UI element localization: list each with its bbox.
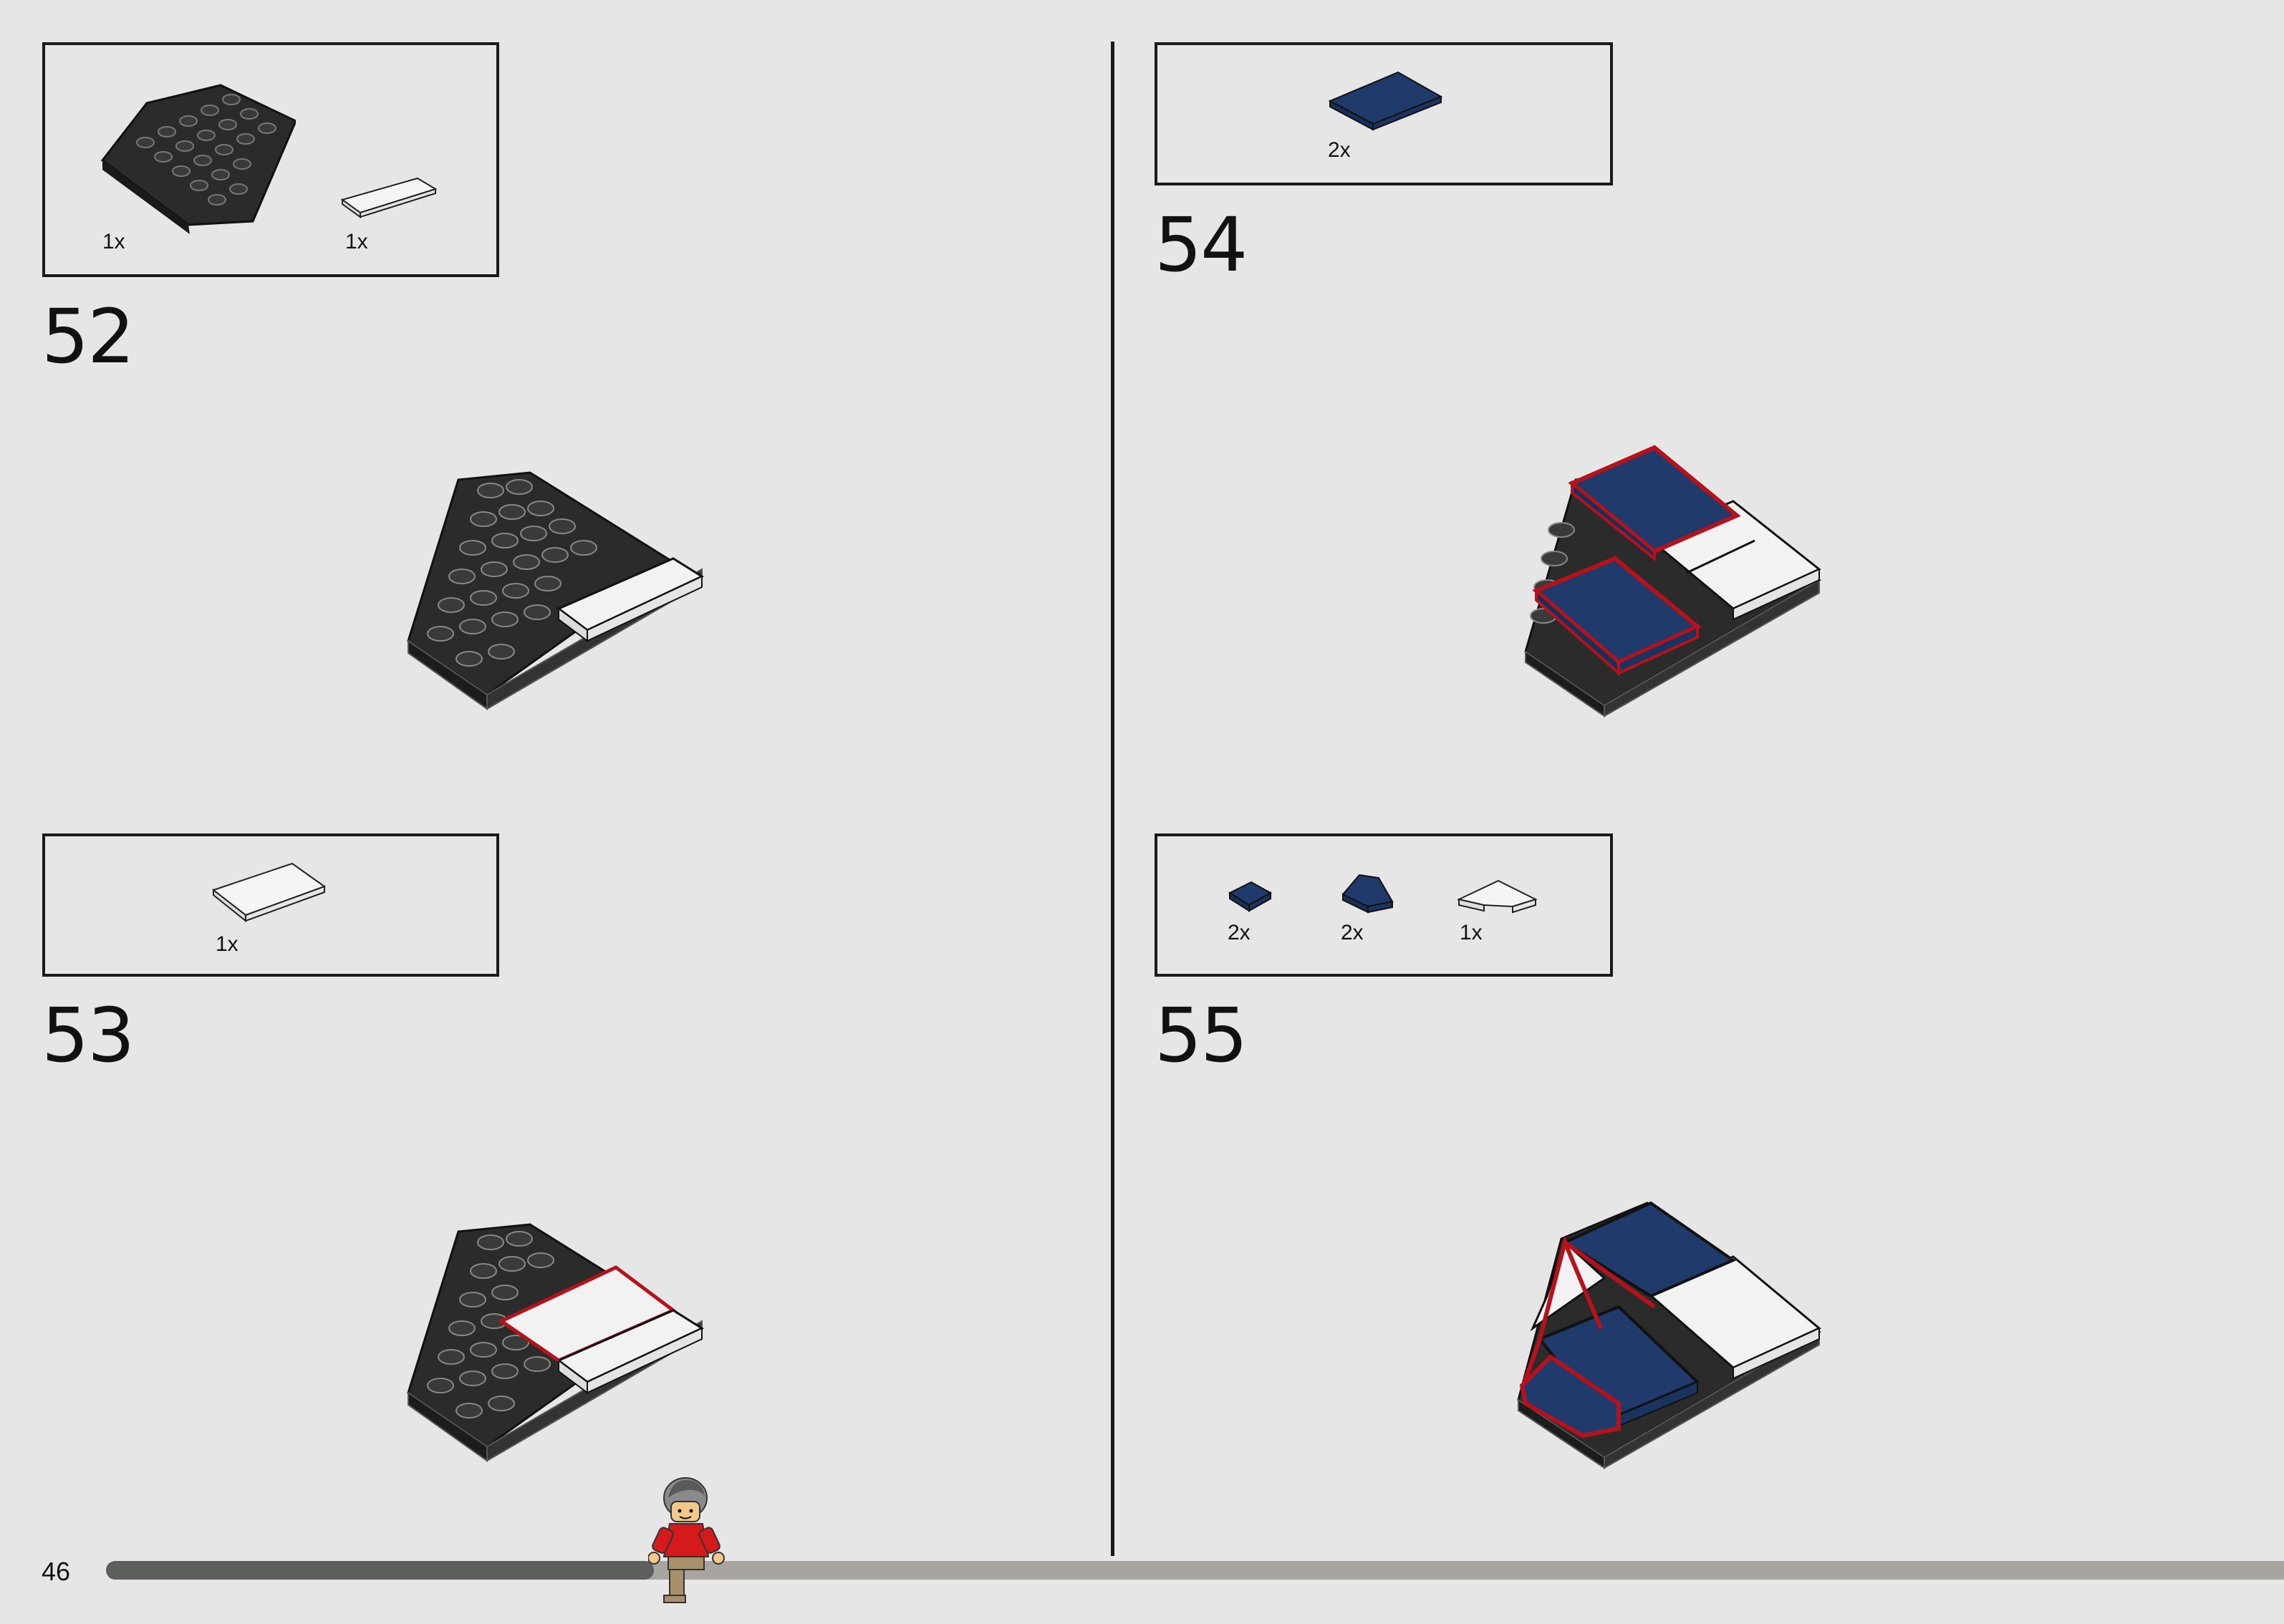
step-54-parts-box: 2x	[1155, 42, 1613, 185]
blue-tile-icon	[1328, 71, 1443, 131]
step-52-parts-box: 1x 1x	[42, 42, 499, 277]
black-wedge-plate-icon	[100, 84, 296, 234]
step-54-number: 54	[1155, 201, 1248, 289]
step-55-model	[1517, 1201, 1821, 1469]
step-52-part-2-qty: 1x	[345, 230, 368, 253]
progress-bar	[106, 1561, 2284, 1580]
minifigure-icon	[648, 1477, 725, 1603]
step-52-part-1-qty: 1x	[102, 230, 125, 253]
step-52-number: 52	[42, 293, 135, 380]
step-55-part-3-qty: 1x	[1460, 921, 1483, 944]
step-54-part-1-qty: 2x	[1328, 138, 1351, 162]
white-tile-icon	[211, 862, 327, 923]
step-54-model	[1524, 445, 1821, 717]
step-55-parts-box: 2x 2x 1x	[1155, 833, 1613, 977]
white-wedge-tile-icon	[1456, 879, 1538, 914]
step-53-number: 53	[42, 992, 135, 1079]
step-55-part-1-qty: 2x	[1228, 921, 1251, 944]
step-55-number: 55	[1155, 992, 1248, 1079]
page-number: 46	[42, 1557, 71, 1586]
step-53-part-1-qty: 1x	[216, 932, 238, 956]
page-divider	[1111, 42, 1114, 1556]
blue-tile-small-icon	[1228, 881, 1273, 912]
blue-wedge-tile-icon	[1341, 874, 1394, 914]
step-53-model	[407, 1223, 705, 1462]
step-55-part-2-qty: 2x	[1341, 921, 1364, 944]
white-tile-icon	[340, 177, 438, 218]
step-52-model	[407, 471, 705, 710]
step-53-parts-box: 1x	[42, 833, 499, 977]
progress-fill	[106, 1561, 654, 1580]
